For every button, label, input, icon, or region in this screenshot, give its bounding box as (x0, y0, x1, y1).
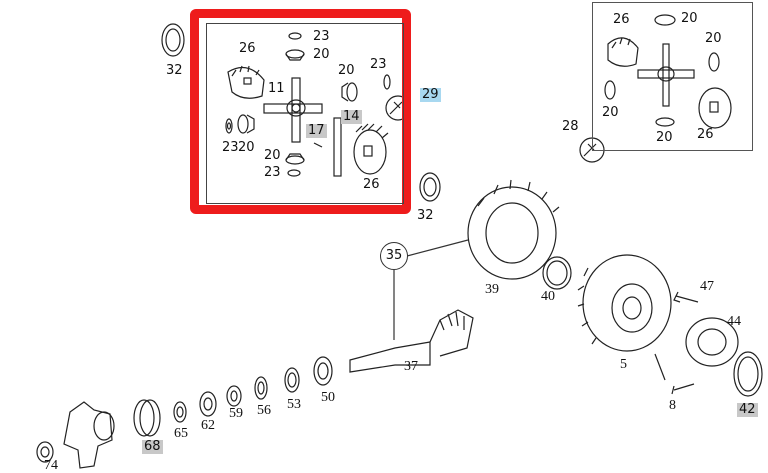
bearing-44-part[interactable] (685, 317, 739, 367)
alt-differential-gear-26-lower-part[interactable] (698, 87, 732, 129)
callout-32[interactable]: 32 (417, 208, 434, 223)
pin-14-part[interactable] (333, 117, 342, 177)
callout-59[interactable]: 59 (229, 406, 243, 421)
pinion-gear-20-left-part[interactable] (225, 114, 255, 134)
pinion-shaft-37-part[interactable] (349, 309, 474, 373)
callout-42[interactable]: 42 (737, 402, 758, 417)
pinion-gear-20-top-part[interactable] (285, 32, 305, 61)
callout-26[interactable]: 26 (697, 127, 714, 142)
callout-23[interactable]: 23 (222, 140, 239, 155)
callout-35[interactable]: 35 (380, 242, 408, 270)
ring-53-part[interactable] (284, 367, 300, 393)
alt-cross-spider-part[interactable] (637, 43, 695, 107)
callout-20[interactable]: 20 (681, 11, 698, 26)
differential-group-frame (206, 23, 404, 204)
bearing-50-part[interactable] (313, 356, 333, 386)
callout-68[interactable]: 68 (142, 439, 163, 454)
pinion-gear-20-right-part[interactable] (341, 74, 391, 102)
callout-20[interactable]: 20 (602, 105, 619, 120)
seal-ring-42-part[interactable] (733, 351, 763, 397)
callout-23[interactable]: 23 (370, 57, 387, 72)
callout-37[interactable]: 37 (404, 359, 418, 374)
callout-17[interactable]: 17 (306, 123, 327, 138)
ring-40-part[interactable] (542, 256, 572, 290)
bearing-62-part[interactable] (199, 391, 217, 417)
callout-5[interactable]: 5 (620, 357, 627, 372)
spring-68-part[interactable] (133, 399, 161, 437)
callout-40[interactable]: 40 (541, 289, 555, 304)
callout-14[interactable]: 14 (341, 109, 362, 124)
alternative-differential-frame[interactable] (592, 2, 753, 151)
bolt-8-part[interactable] (654, 353, 695, 395)
pin-17-part[interactable] (313, 142, 323, 148)
selected-group-highlight[interactable] (190, 9, 411, 214)
callout-20[interactable]: 20 (313, 47, 330, 62)
washer-65-part[interactable] (173, 401, 187, 423)
shim-ring-32-second-part[interactable] (419, 172, 441, 202)
callout-26[interactable]: 26 (363, 177, 380, 192)
flange-68-part[interactable] (63, 401, 115, 469)
callout-32[interactable]: 32 (166, 63, 183, 78)
alt-differential-gear-26-part[interactable] (607, 37, 639, 67)
callout-20[interactable]: 20 (238, 140, 255, 155)
callout-20[interactable]: 20 (338, 63, 355, 78)
callout-20[interactable]: 20 (656, 130, 673, 145)
callout-62[interactable]: 62 (201, 418, 215, 433)
callout-26[interactable]: 26 (239, 41, 256, 56)
bearing-59-part[interactable] (226, 385, 242, 407)
differential-gear-26-lower-part[interactable] (353, 123, 389, 175)
cross-spider-11-part[interactable] (263, 77, 323, 143)
callout-39[interactable]: 39 (485, 282, 499, 297)
callout-28[interactable]: 28 (562, 119, 579, 134)
shim-ring-32-part[interactable] (161, 23, 185, 57)
differential-gear-26-part[interactable] (227, 65, 265, 99)
alt-pinion-gears-20-part[interactable] (604, 14, 720, 127)
callout-20[interactable]: 20 (264, 148, 281, 163)
callout-20[interactable]: 20 (705, 31, 722, 46)
bolt-47-part[interactable] (673, 291, 699, 303)
callout-65[interactable]: 65 (174, 426, 188, 441)
callout-74[interactable]: 74 (44, 458, 58, 473)
callout-44[interactable]: 44 (727, 314, 741, 329)
ring-gear-39-part[interactable] (467, 179, 560, 280)
callout-23[interactable]: 23 (313, 29, 330, 44)
callout-47[interactable]: 47 (700, 279, 714, 294)
callout-23[interactable]: 23 (264, 165, 281, 180)
callout-8[interactable]: 8 (669, 398, 676, 413)
callout-11[interactable]: 11 (268, 81, 285, 96)
pinion-gear-20-bottom-part[interactable] (285, 153, 305, 177)
callout-29[interactable]: 29 (420, 87, 441, 102)
shim-56-part[interactable] (254, 376, 268, 400)
nut-74-part[interactable] (36, 441, 54, 463)
differential-carrier-5-part[interactable] (577, 254, 672, 352)
callout-50[interactable]: 50 (321, 390, 335, 405)
callout-56[interactable]: 56 (257, 403, 271, 418)
callout-26[interactable]: 26 (613, 12, 630, 27)
callout-53[interactable]: 53 (287, 397, 301, 412)
